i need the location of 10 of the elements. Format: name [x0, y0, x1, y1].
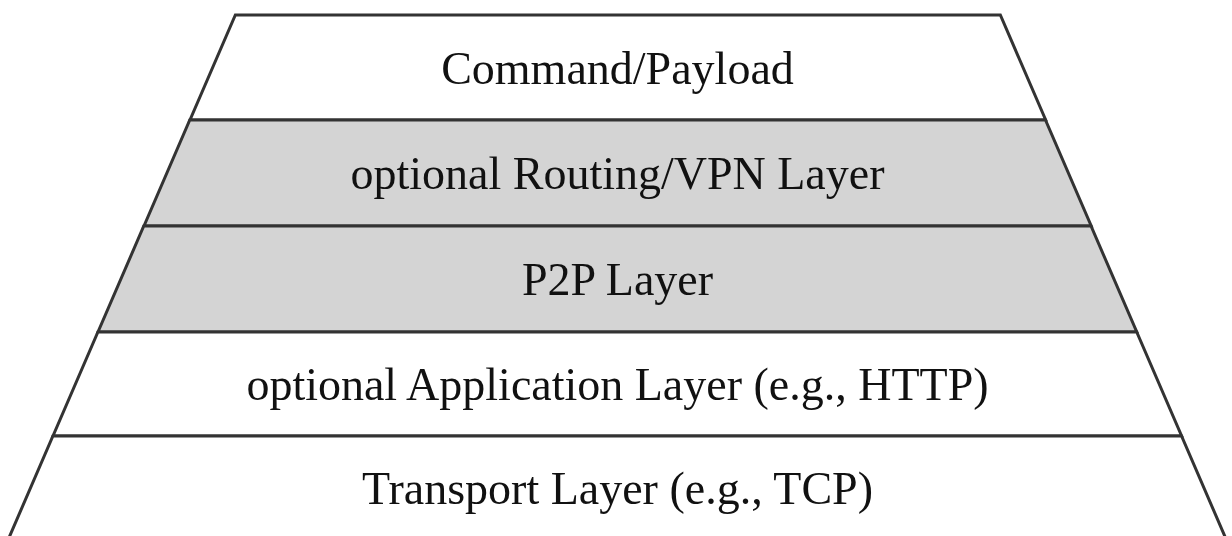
- layer-band: [189, 15, 1046, 120]
- layer-band: [143, 120, 1092, 226]
- layer-label: Command/Payload: [440, 41, 795, 94]
- layer-label: Transport Layer (e.g., TCP): [360, 461, 874, 515]
- layer-band: [98, 226, 1137, 332]
- layer-label: P2P Layer: [520, 252, 715, 306]
- layer-band: [8, 436, 1227, 536]
- layer-band: [53, 332, 1182, 436]
- layer-label: optional Application Layer (e.g., HTTP): [245, 357, 990, 411]
- layer-label: optional Routing/VPN Layer: [349, 146, 886, 200]
